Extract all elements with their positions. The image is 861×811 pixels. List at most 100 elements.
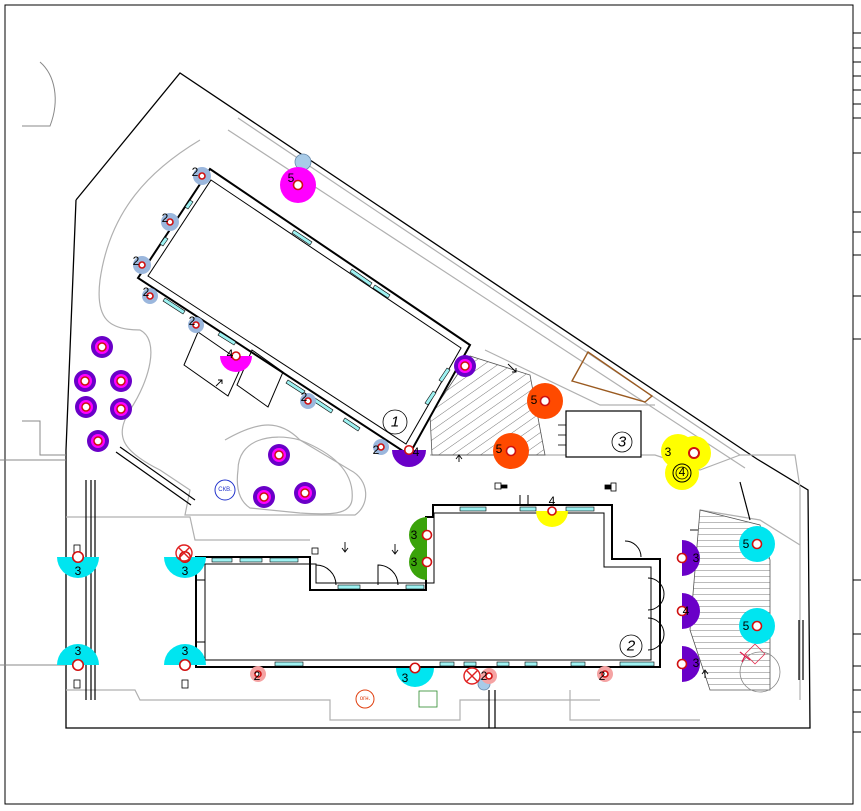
level-marker: 2 — [133, 254, 151, 274]
purple-tree-marker — [253, 486, 275, 508]
building-3-outline — [565, 410, 642, 458]
purple-tree-marker — [74, 370, 96, 392]
level-marker: 3 — [676, 646, 700, 682]
level-marker-label: 2 — [301, 390, 308, 404]
purple-tree-marker — [75, 396, 97, 418]
building-1-vestibule — [236, 349, 284, 408]
level-marker: 2 — [250, 666, 266, 683]
building-1-porch — [183, 331, 244, 397]
level-marker: 5 — [739, 526, 775, 562]
level-marker-label: 3 — [402, 671, 409, 685]
level-marker: 2 — [142, 285, 158, 304]
level-marker-label: 5 — [496, 442, 503, 456]
building-2-doors — [315, 495, 665, 651]
level-marker: 2 — [161, 211, 179, 231]
level-marker: 4 — [392, 444, 426, 467]
building-3-number: 3 — [618, 434, 627, 451]
left-curb-fragment — [22, 61, 56, 127]
building-3-steps — [558, 424, 566, 446]
purple-tree-marker — [87, 430, 109, 452]
purple-tree-marker — [91, 336, 113, 358]
level-marker-label: 2 — [189, 314, 196, 328]
building-2-number-ring — [619, 634, 643, 658]
well-tag-ring — [214, 479, 236, 501]
level-marker-label: 2 — [599, 669, 606, 683]
level-marker: 4 — [676, 593, 700, 629]
building-2-number: 2 — [626, 638, 636, 655]
level-marker-label: 3 — [411, 528, 418, 542]
level-marker: 5 — [527, 383, 563, 419]
level-marker-label: 3 — [411, 555, 418, 569]
level-marker-label: 2 — [481, 669, 488, 683]
building-2-left-room — [195, 579, 206, 643]
level-marker: 3 — [409, 544, 433, 580]
level-marker: 2 — [188, 314, 204, 333]
level-marker-label: 2 — [192, 165, 199, 179]
level-marker: 3 — [396, 662, 434, 687]
level-marker-label: 5 — [531, 393, 538, 407]
side-ticks — [853, 32, 861, 733]
yellow-marker-cluster — [661, 434, 711, 490]
level-marker: 3 — [57, 644, 99, 672]
yellow-cluster-level-b: 4 — [679, 465, 686, 479]
level-marker-label: 5 — [288, 171, 295, 185]
level-marker-label: 3 — [693, 656, 700, 670]
level-marker: 2 — [373, 439, 389, 457]
level-marker-label: 5 — [743, 619, 750, 633]
level-marker: 2 — [481, 668, 497, 684]
removed-tree-icon-2 — [463, 667, 481, 685]
entry-arrows — [215, 363, 709, 678]
purple-tree-marker — [268, 444, 290, 466]
level-marker-label: 5 — [743, 537, 750, 551]
level-marker: 5 — [493, 433, 529, 469]
removed-tree-icon — [175, 544, 193, 562]
building-1-number: 1 — [391, 414, 399, 431]
well-tag: СКВ. — [218, 487, 232, 493]
level-marker: 3 — [676, 540, 700, 576]
building-1-windows — [159, 199, 451, 432]
purple-tree-marker — [294, 482, 316, 504]
hydrant-tag: огн. — [360, 696, 371, 702]
pin-icon — [739, 651, 751, 663]
site-boundary — [65, 72, 811, 729]
marker-layer: 5 5 5 5 5 4 4 4 4 3 3 3 3 3 3 3 3 3 2 2 2 2 2 2 2 2 2 2 — [57, 165, 775, 687]
level-marker-label: 4 — [549, 494, 556, 508]
gates — [85, 446, 804, 728]
level-marker: 2 — [300, 390, 316, 409]
level-marker-label: 2 — [143, 285, 150, 299]
purple-tree-layer — [74, 336, 476, 508]
building-1-inner — [147, 179, 462, 445]
level-marker-label: 2 — [373, 443, 380, 457]
left-building-fragment — [22, 420, 66, 456]
level-marker-label: 4 — [683, 604, 690, 618]
level-marker-label: 2 — [254, 669, 261, 683]
level-marker: 4 — [536, 494, 568, 527]
level-marker-label: 3 — [75, 564, 82, 578]
level-marker-label: 2 — [133, 254, 140, 268]
level-marker-label: 4 — [413, 445, 420, 459]
level-marker: 2 — [597, 666, 613, 683]
purple-tree-marker — [110, 398, 132, 420]
level-marker-label: 3 — [182, 644, 189, 658]
level-marker: 3 — [409, 517, 433, 553]
building-1-number-ring — [382, 409, 408, 435]
building-2-inner — [204, 512, 652, 661]
hydrant-tag-ring — [355, 689, 375, 709]
building-2-outer — [195, 504, 661, 668]
level-marker-label: 3 — [182, 564, 189, 578]
level-marker: 5 — [739, 608, 775, 644]
level-marker-label: 2 — [162, 211, 169, 225]
level-marker-label: 3 — [693, 551, 700, 565]
level-marker-label: 3 — [75, 644, 82, 658]
building-1-outer — [136, 167, 472, 457]
purple-tree-marker — [454, 355, 476, 377]
purple-tree-marker — [110, 370, 132, 392]
shed-outline — [570, 350, 654, 403]
level-marker: 4 — [220, 347, 252, 372]
building-2-windows — [211, 506, 655, 667]
level-marker-label: 4 — [227, 347, 234, 361]
level-marker: 2 — [192, 165, 211, 185]
level-marker: 3 — [164, 644, 206, 672]
site-fixtures — [73, 482, 781, 708]
